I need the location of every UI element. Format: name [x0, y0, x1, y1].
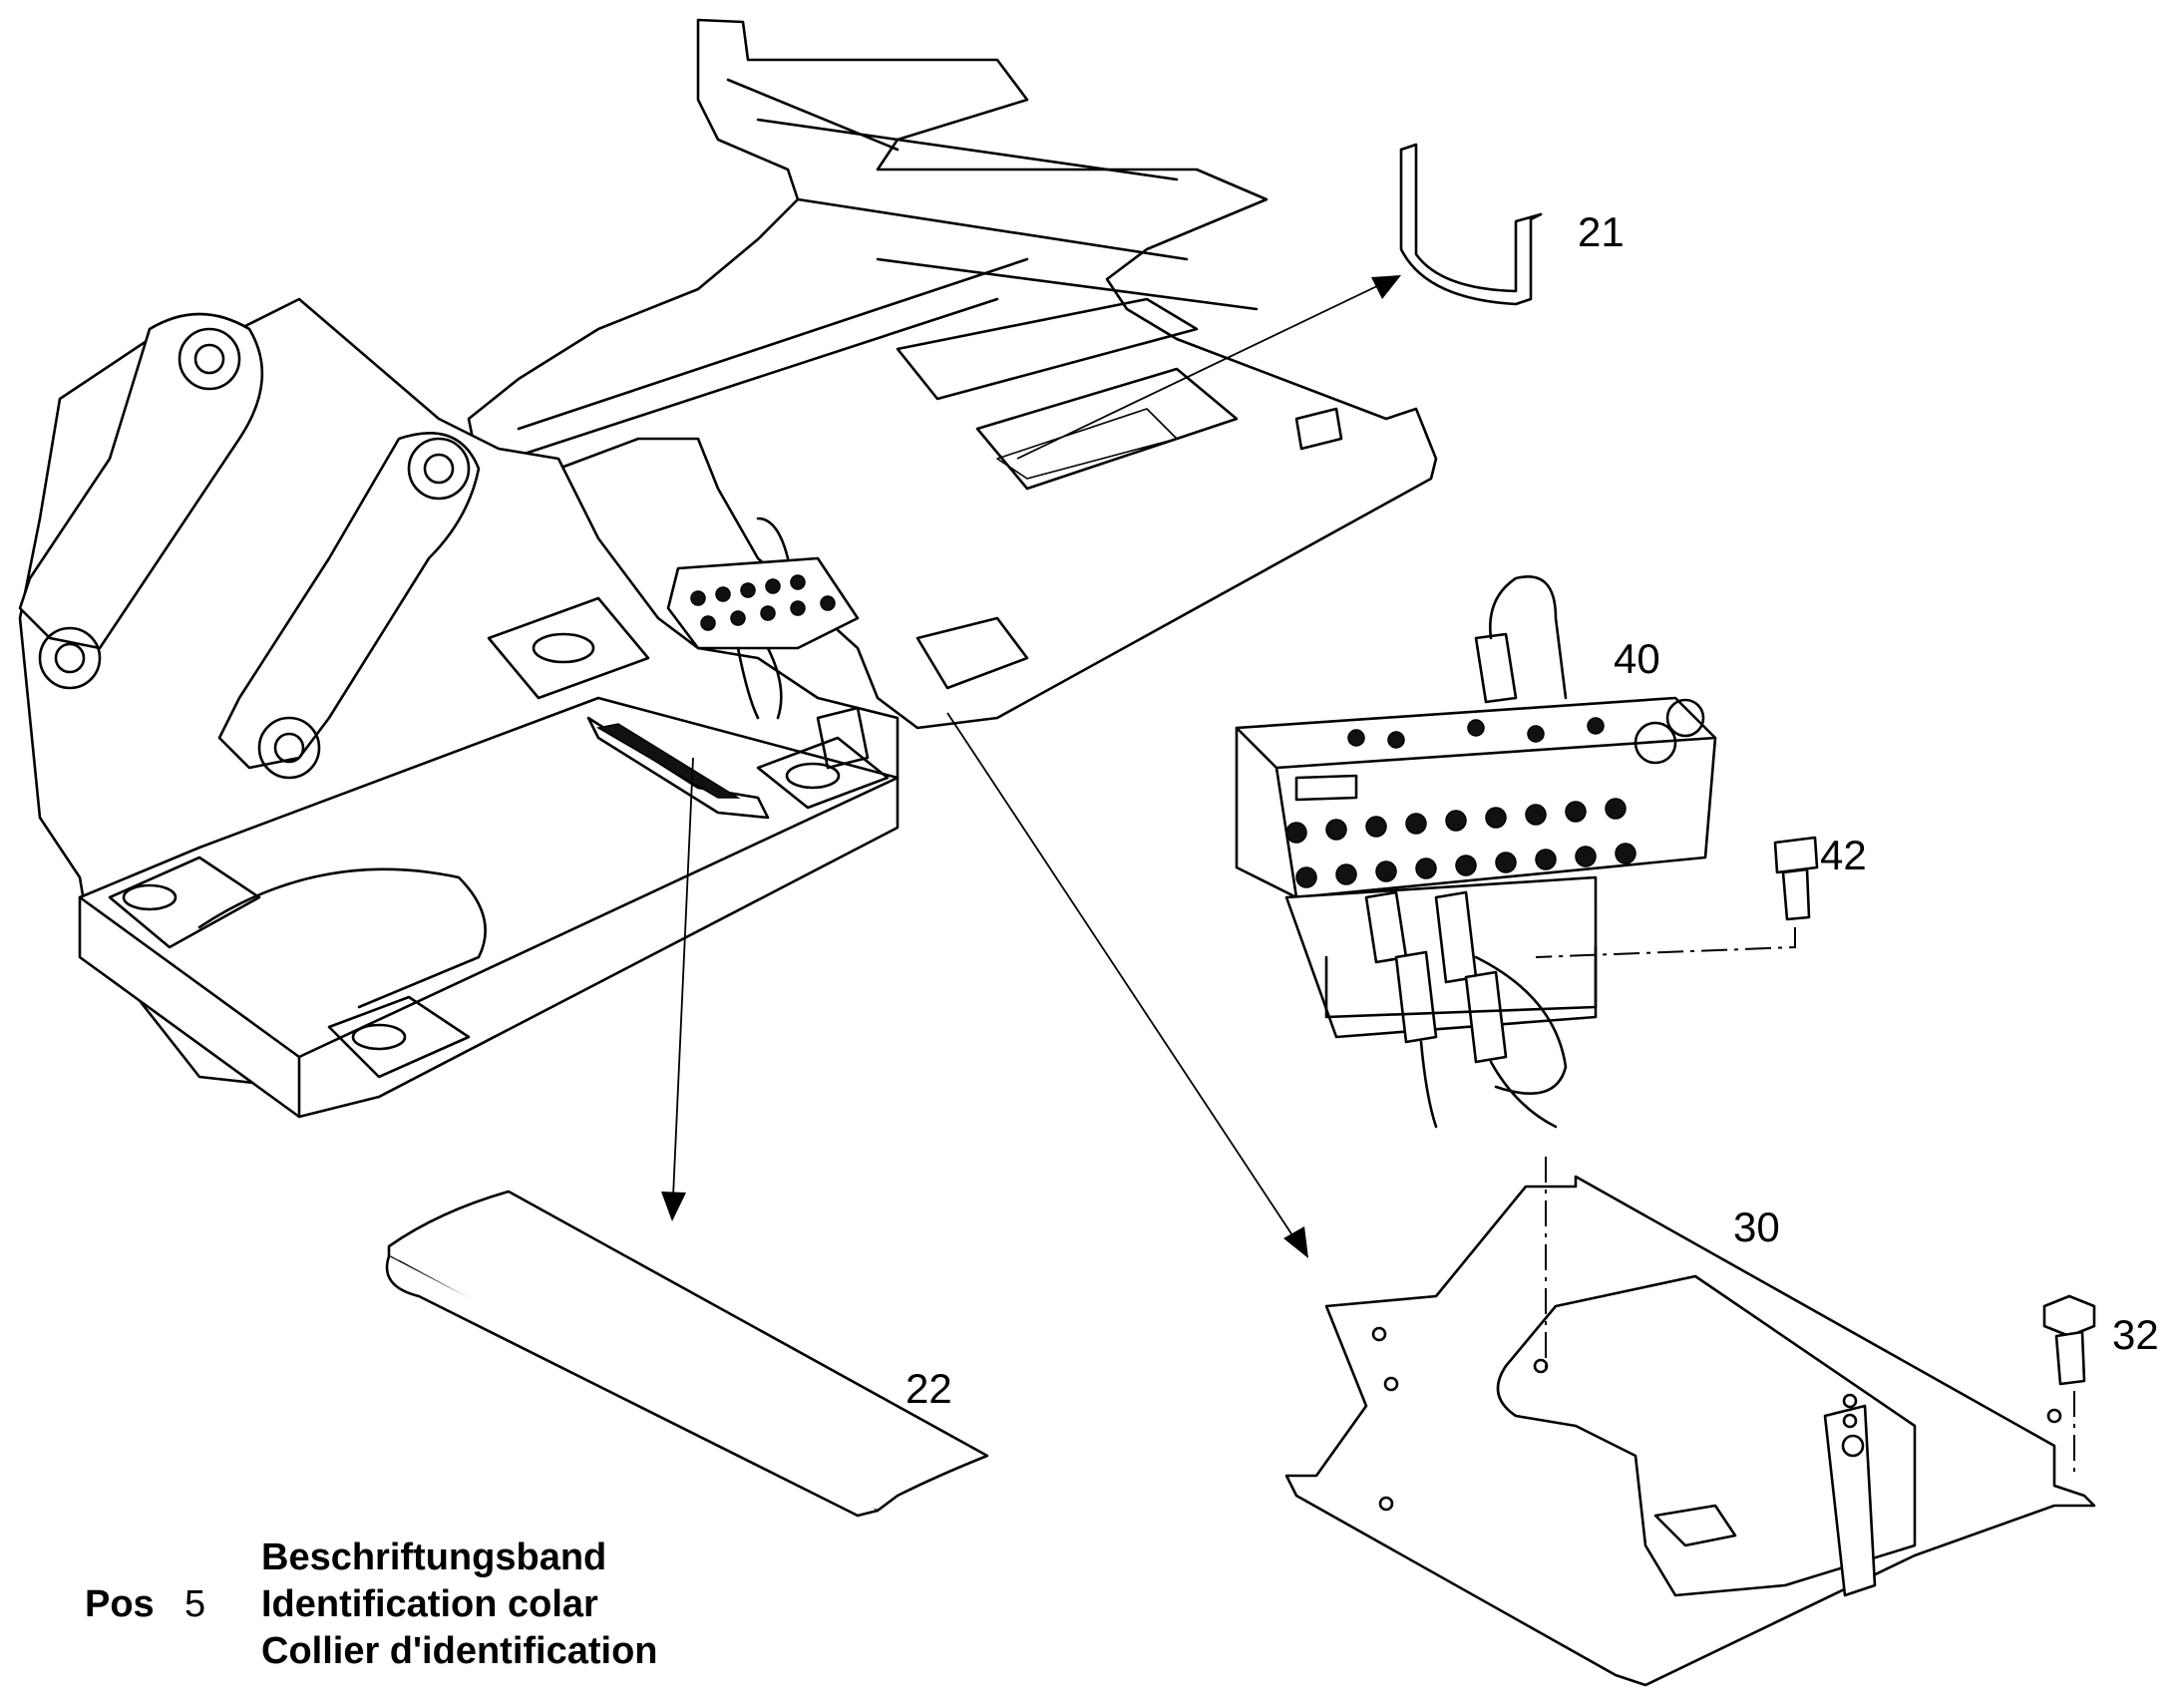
- part-42-bolt: [1535, 836, 1819, 958]
- callout-21: 21: [1578, 208, 1625, 255]
- legend-line-de: Beschriftungsband: [261, 1537, 607, 1578]
- main-frame: [18, 18, 1438, 1119]
- callout-30: 30: [1733, 1203, 1780, 1250]
- callout-22: 22: [906, 1365, 952, 1412]
- legend-line-en: Identification colar: [261, 1583, 598, 1625]
- callout-42: 42: [1820, 832, 1867, 878]
- callout-32: 32: [2112, 1311, 2159, 1358]
- callout-40: 40: [1614, 635, 1660, 682]
- legend-line-fr: Collier d'identification: [261, 1630, 658, 1672]
- part-22-cover-strip: [385, 1190, 989, 1518]
- part-21-u-bracket: [1399, 143, 1543, 306]
- part-30-mounting-plate: [1284, 1157, 2096, 1687]
- part-32-bolt: [2042, 1294, 2096, 1476]
- legend-pos-number: 5: [184, 1583, 206, 1625]
- legend-pos-label: Pos: [85, 1583, 155, 1625]
- leader-arrows: [661, 275, 1401, 1258]
- part-40-valve-block: [1235, 575, 1717, 1129]
